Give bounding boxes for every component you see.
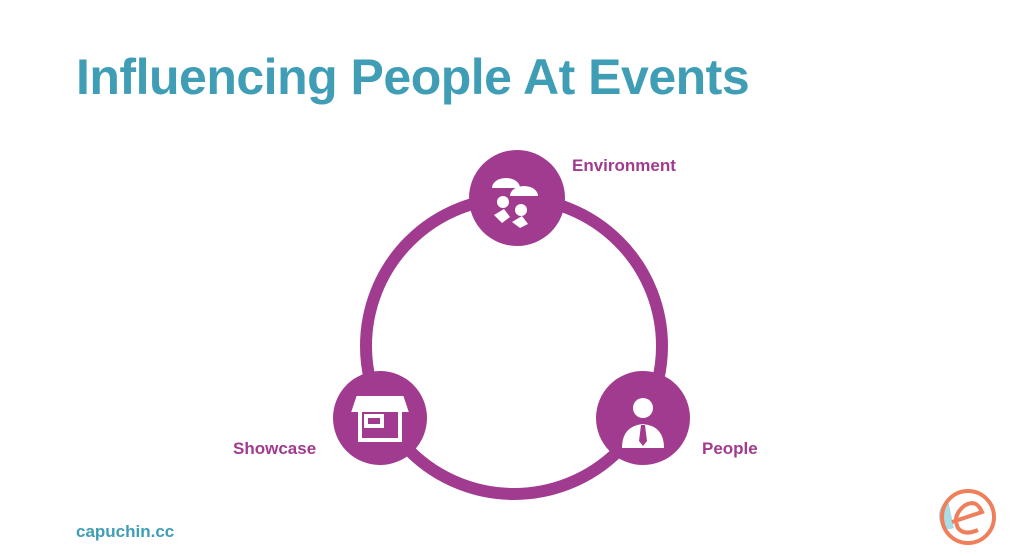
slide-title: Influencing People At Events [76, 49, 750, 105]
node-showcase [333, 371, 427, 465]
crowd-icon [492, 178, 538, 228]
logo-icon [939, 489, 996, 545]
node-environment [469, 150, 565, 246]
label-people: People [702, 439, 758, 458]
footer-website: capuchin.cc [76, 522, 175, 541]
businessman-icon [622, 398, 664, 448]
market-stall-icon [351, 396, 409, 442]
label-environment: Environment [572, 156, 676, 175]
label-showcase: Showcase [233, 439, 317, 458]
node-people [596, 371, 690, 465]
